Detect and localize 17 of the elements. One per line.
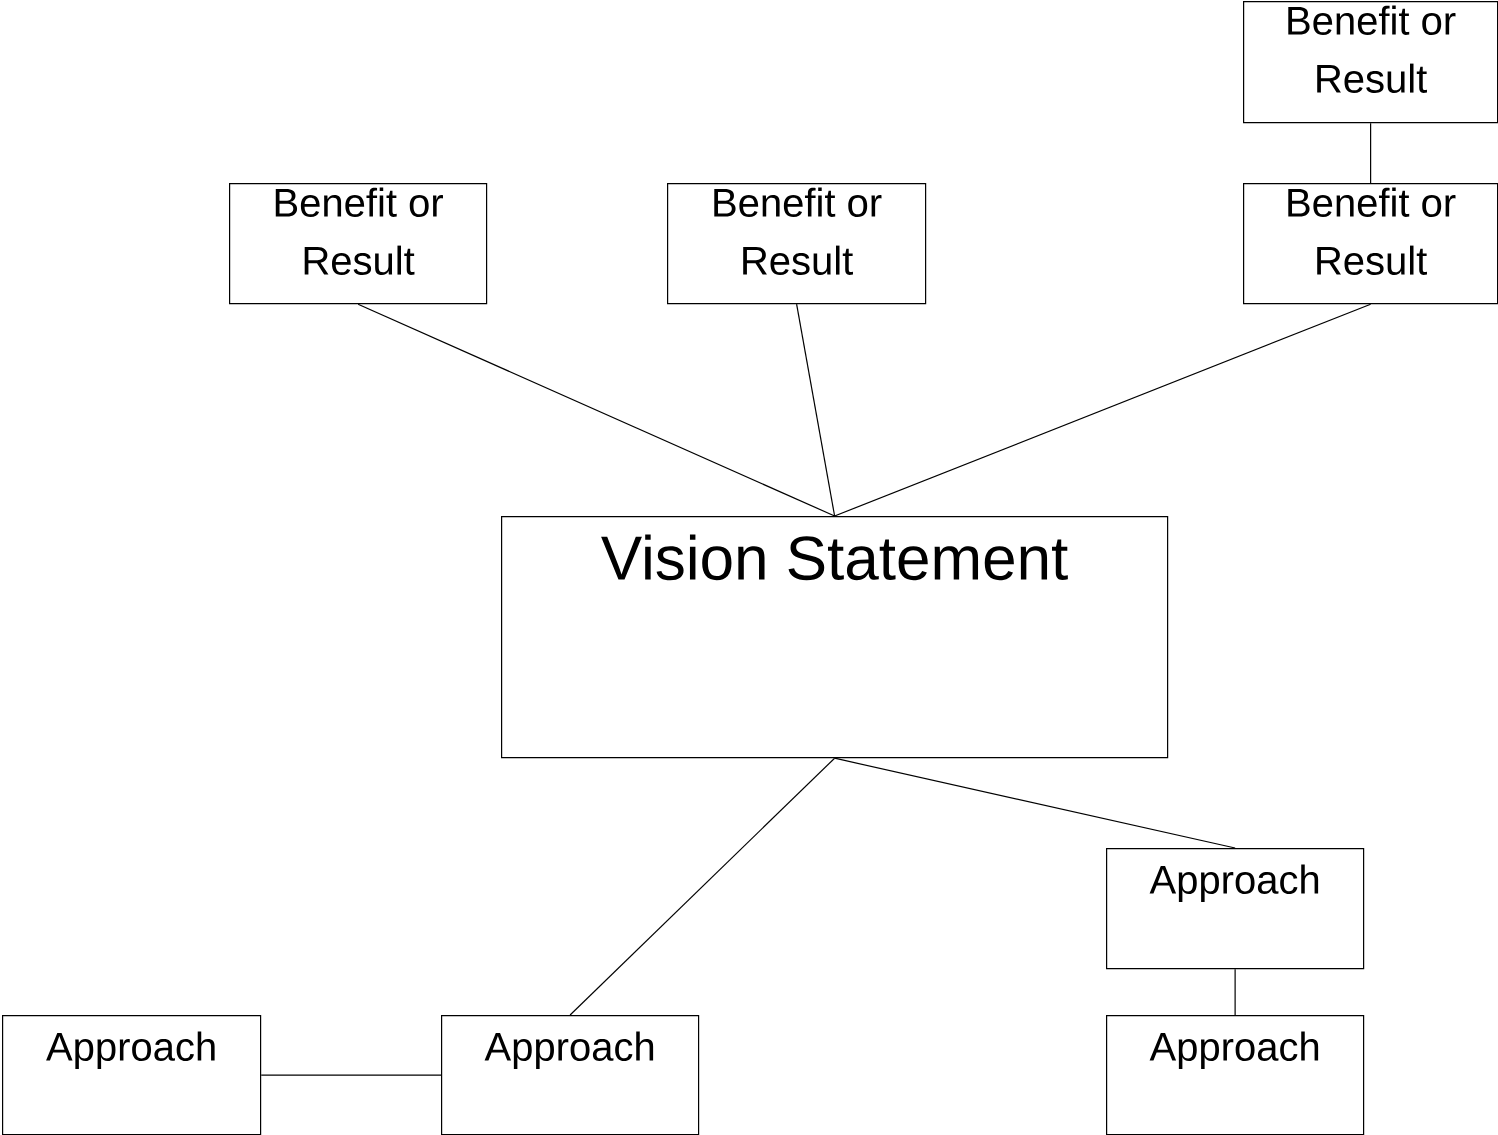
text-box: Approach [1106, 848, 1365, 970]
connector-line [357, 303, 836, 517]
text-box: Approach [441, 1015, 700, 1135]
connector-line [1370, 122, 1372, 184]
connector-line [260, 1074, 442, 1076]
connector-line [1234, 968, 1236, 1016]
text-box: Benefit or Result [229, 183, 488, 305]
text-box: Vision Statement [501, 516, 1169, 759]
text-box: Benefit or Result [667, 183, 927, 305]
connector-line [834, 303, 1372, 517]
text-box: Approach [2, 1015, 262, 1135]
connector-line [569, 757, 836, 1016]
connector-line [834, 757, 1236, 849]
text-box: Approach [1106, 1015, 1365, 1135]
text-box: Benefit or Result [1243, 183, 1498, 305]
connector-line [796, 303, 836, 517]
text-box: Benefit or Result [1243, 1, 1498, 124]
